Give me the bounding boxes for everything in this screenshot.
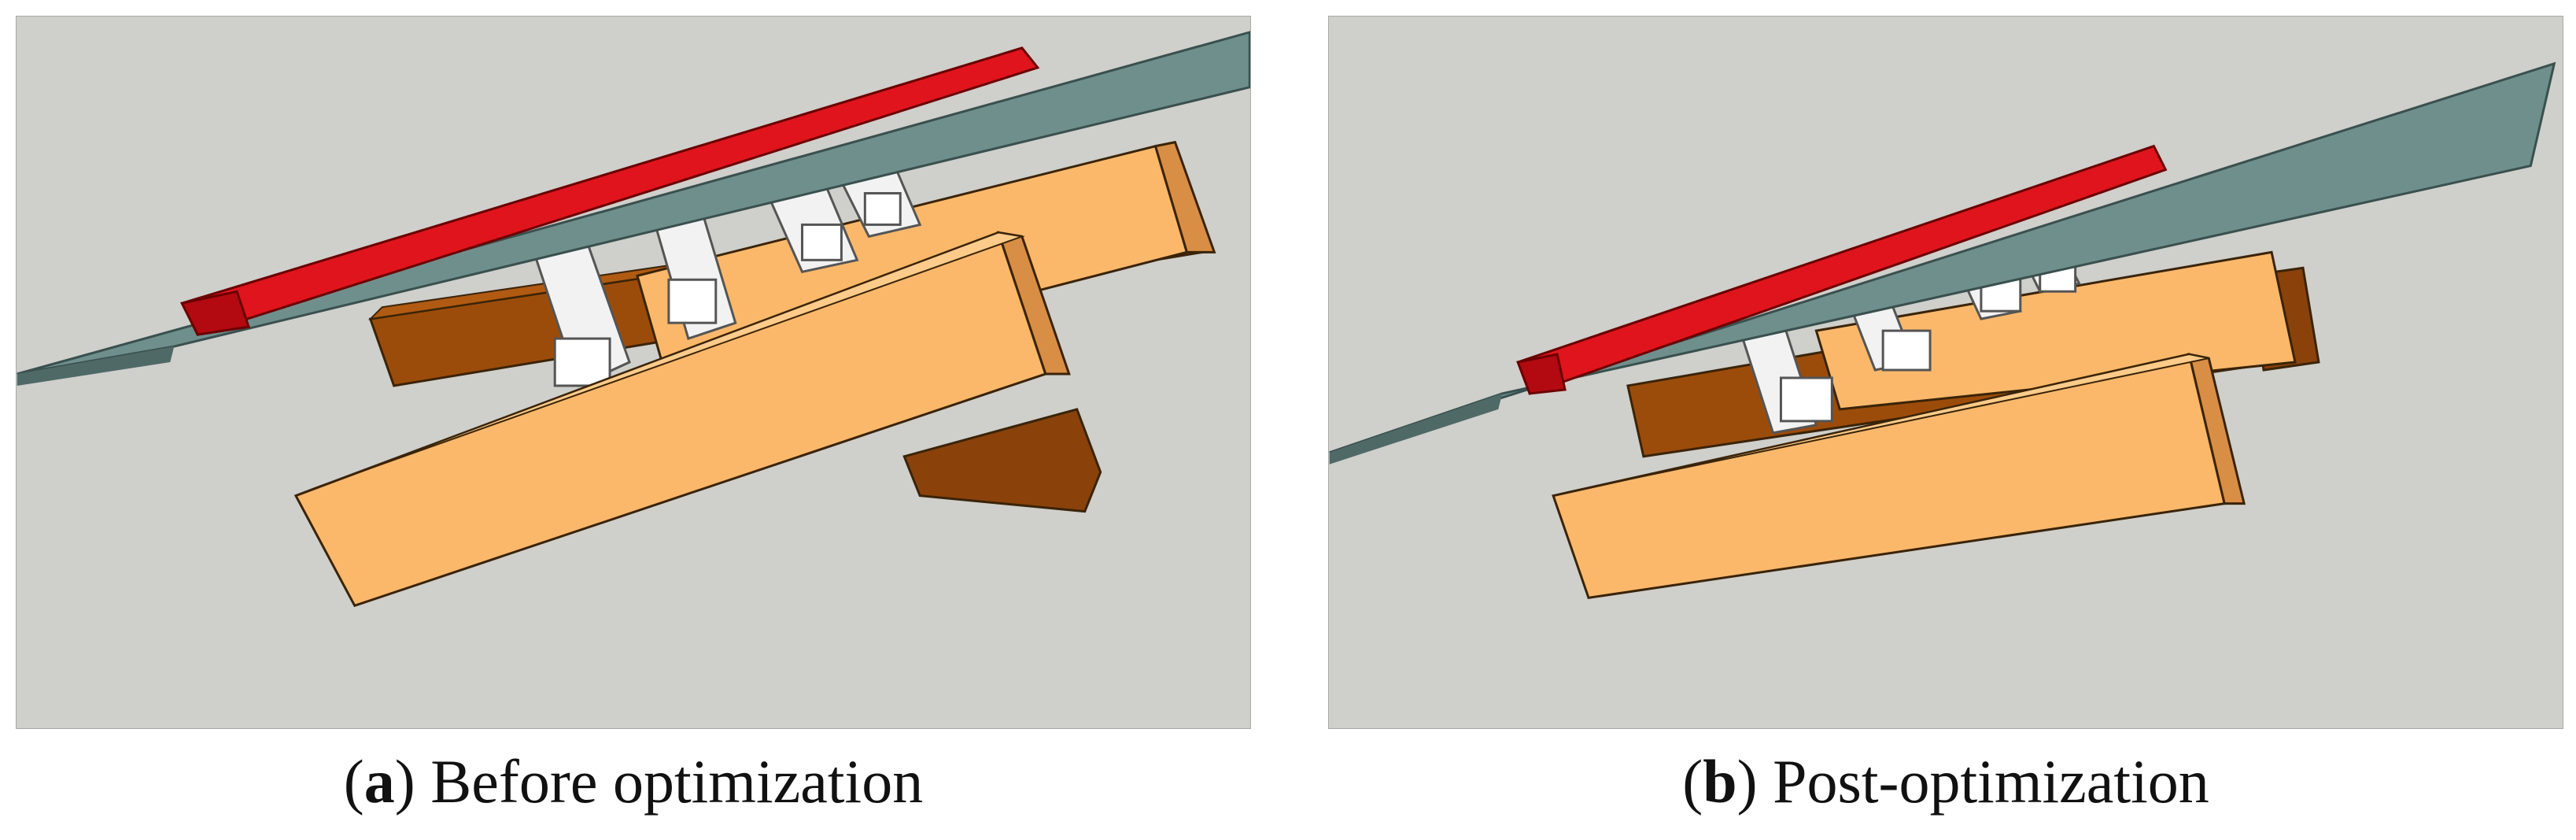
- red-rail: [1516, 144, 2168, 395]
- caption-open-paren: (: [343, 747, 364, 816]
- figure-panel-a: [16, 16, 1251, 729]
- caption-letter: a: [364, 747, 395, 816]
- post-optimization-render: [1329, 61, 2556, 600]
- red-rail: [180, 46, 1040, 336]
- figure-panel-b: [1328, 16, 2563, 729]
- caption-letter: b: [1703, 747, 1737, 816]
- caption-open-paren: (: [1682, 747, 1703, 816]
- light-beam-front: [293, 231, 1071, 608]
- caption-before-optimization: (a) Before optimization: [16, 731, 1251, 833]
- dark-beam-lower: [902, 408, 1102, 513]
- caption-text: ) Before optimization: [394, 747, 924, 816]
- light-beam-front: [1552, 353, 2246, 600]
- caption-post-optimization: (b) Post-optimization: [1328, 731, 2563, 833]
- caption-text: ) Post-optimization: [1736, 747, 2209, 816]
- before-optimization-render: [17, 31, 1250, 608]
